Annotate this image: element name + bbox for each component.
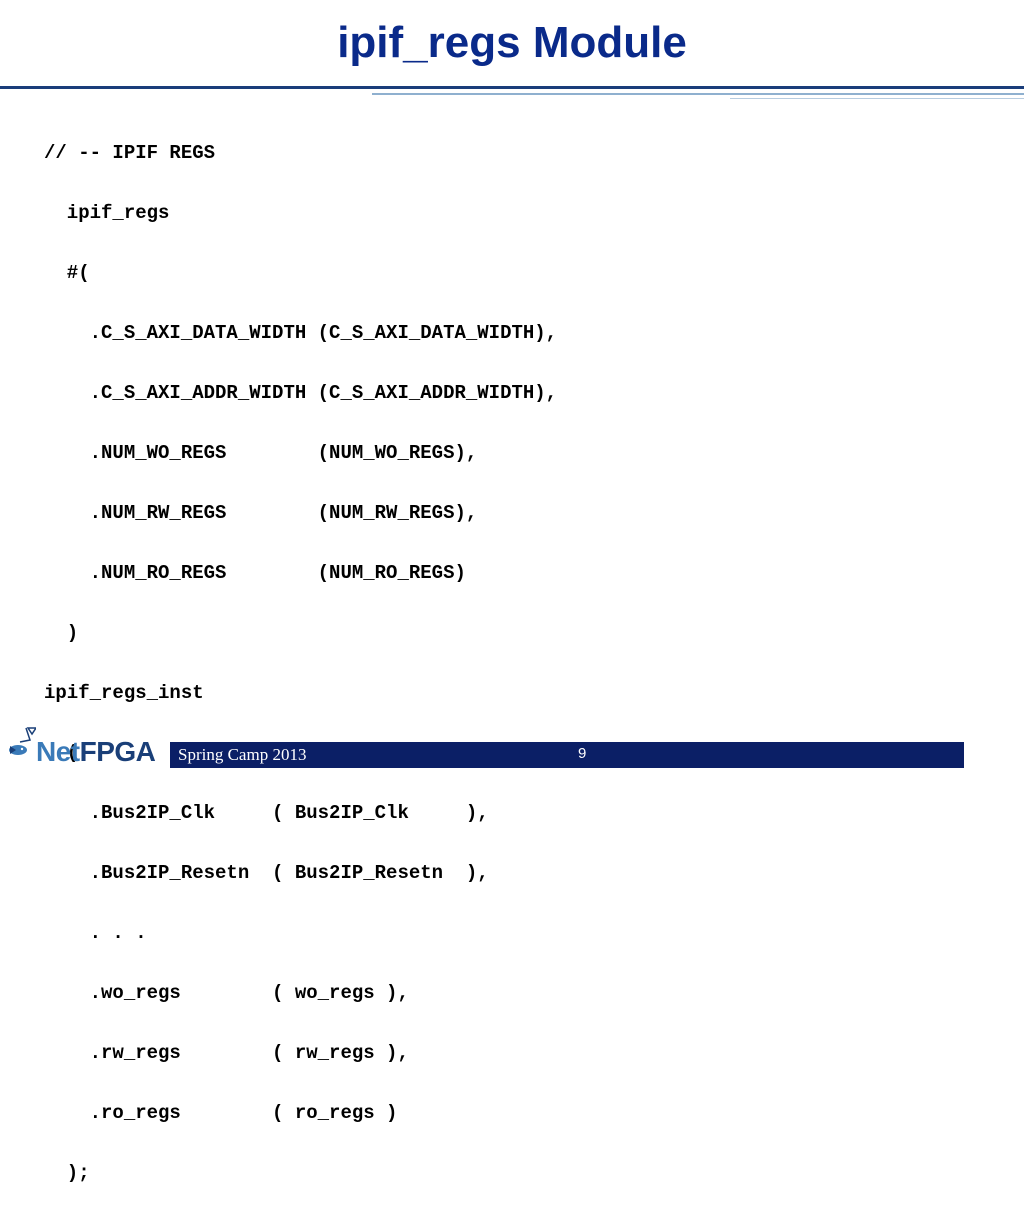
code-line: #( (44, 262, 90, 284)
title-divider (0, 86, 1024, 89)
netfpga-wordmark: NetFPGA (36, 736, 156, 768)
code-line: .wo_regs ( wo_regs ), (44, 982, 409, 1004)
code-block: // -- IPIF REGS ipif_regs #( .C_S_AXI_DA… (44, 108, 557, 1218)
code-line: .Bus2IP_Resetn ( Bus2IP_Resetn ), (44, 862, 489, 884)
code-line: .NUM_RW_REGS (NUM_RW_REGS), (44, 502, 478, 524)
code-line: .C_S_AXI_ADDR_WIDTH (C_S_AXI_ADDR_WIDTH)… (44, 382, 558, 404)
slide-title: ipif_regs Module (337, 18, 687, 67)
code-line: .ro_regs ( ro_regs ) (44, 1102, 398, 1124)
netfpga-logo-icon (9, 727, 36, 755)
code-line: // -- IPIF REGS (44, 142, 216, 164)
code-line: .rw_regs ( rw_regs ), (44, 1042, 409, 1064)
code-line: ) (44, 622, 79, 644)
code-line: .NUM_WO_REGS (NUM_WO_REGS), (44, 442, 478, 464)
code-line: .C_S_AXI_DATA_WIDTH (C_S_AXI_DATA_WIDTH)… (44, 322, 558, 344)
code-line: ); (44, 1162, 90, 1184)
netfpga-logo: NetFPGA (6, 724, 166, 768)
code-line: ipif_regs_inst (44, 682, 204, 704)
code-line: . . . (44, 922, 147, 944)
title-divider-accent (372, 93, 1024, 95)
code-line: ( (44, 742, 79, 764)
title-divider-accent-thin (730, 98, 1024, 99)
code-line: .NUM_RO_REGS (NUM_RO_REGS) (44, 562, 466, 584)
code-line: ipif_regs (44, 202, 170, 224)
code-line: .Bus2IP_Clk ( Bus2IP_Clk ), (44, 802, 489, 824)
footer-bar: Spring Camp 2013 9 (170, 742, 964, 768)
logo-fpga: FPGA (79, 736, 156, 767)
footer-event: Spring Camp 2013 (178, 745, 307, 764)
page-number: 9 (578, 745, 587, 762)
logo-net: Net (36, 736, 80, 767)
